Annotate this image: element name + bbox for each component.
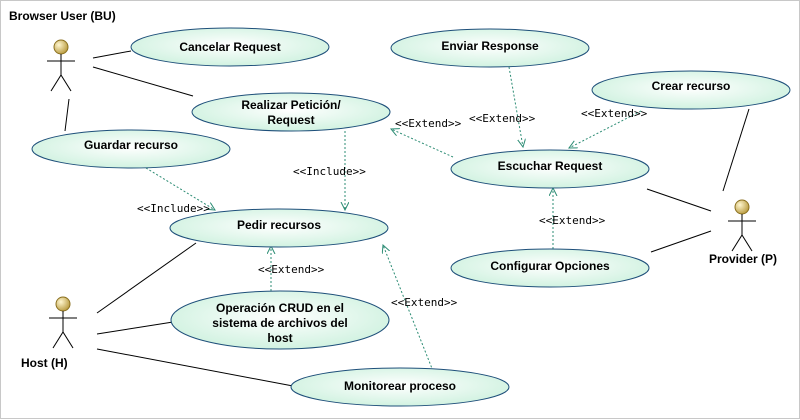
- usecase-monitorear-proceso[interactable]: Monitorear proceso: [290, 367, 510, 407]
- actor-browser-user[interactable]: [47, 39, 75, 92]
- associations: [64, 50, 750, 387]
- usecase-label: Escuchar Request: [498, 159, 603, 173]
- usecase-label: Cancelar Request: [179, 40, 280, 54]
- usecase-cancelar-request[interactable]: Cancelar Request: [130, 27, 330, 67]
- usecase-label-line1: Operación CRUD en el: [216, 301, 344, 315]
- usecase-escuchar-request[interactable]: Escuchar Request: [450, 149, 650, 189]
- assoc-provider-configurar: [650, 230, 712, 253]
- extend-enviar-escuchar: [508, 66, 523, 147]
- actors: Host (H) Provider (P): [21, 39, 777, 370]
- extend-label-configurar-escuchar: <<Extend>>: [539, 214, 606, 227]
- usecase-pedir-recursos[interactable]: Pedir recursos: [169, 208, 389, 248]
- assoc-bu-guardar: [64, 98, 70, 132]
- stereotype-labels: <<Include>> <<Include>> <<Extend>> <<Ext…: [137, 107, 648, 309]
- usecase-label: Pedir recursos: [237, 218, 321, 232]
- usecase-crear-recurso[interactable]: Crear recurso: [591, 70, 791, 110]
- usecase-label: Monitorear proceso: [344, 379, 456, 393]
- extend-label-operacion-pedir: <<Extend>>: [258, 263, 325, 276]
- extend-label-crear-escuchar: <<Extend>>: [581, 107, 648, 120]
- usecase-label-line1: Realizar Petición/: [241, 98, 341, 112]
- usecase-configurar-opciones[interactable]: Configurar Opciones: [450, 248, 650, 288]
- usecase-enviar-response[interactable]: Enviar Response: [390, 28, 590, 68]
- actor-host-label: Host (H): [21, 356, 68, 370]
- actor-provider-label: Provider (P): [709, 252, 777, 266]
- assoc-bu-realizar: [92, 66, 194, 97]
- extend-crear-escuchar: [569, 110, 642, 148]
- extend-label-escuchar-realizar: <<Extend>>: [395, 117, 462, 130]
- actor-provider[interactable]: [728, 199, 756, 252]
- extend-escuchar-realizar: [391, 129, 454, 158]
- assoc-provider-crear: [722, 108, 750, 192]
- include-guardar-pedir: [145, 167, 215, 210]
- usecase-realizar-peticion[interactable]: Realizar Petición/ Request: [191, 92, 391, 132]
- usecase-label: Crear recurso: [652, 79, 731, 93]
- usecase-label: Guardar recurso: [84, 138, 178, 152]
- assoc-host-monitorear: [96, 348, 294, 387]
- usecase-label: Enviar Response: [441, 39, 539, 53]
- diagram-title: Browser User (BU): [9, 9, 116, 23]
- dependencies: [145, 66, 642, 372]
- usecase-label-line3: host: [267, 331, 292, 345]
- extend-monitorear-pedir: [383, 245, 434, 372]
- usecase-label-line2: sistema de archivos del: [212, 316, 347, 330]
- extend-label-enviar-escuchar: <<Extend>>: [469, 112, 536, 125]
- assoc-host-pedir: [96, 242, 197, 314]
- assoc-host-operacion: [96, 321, 174, 335]
- assoc-provider-escuchar: [646, 188, 712, 212]
- usecase-operacion-crud[interactable]: Operación CRUD en el sistema de archivos…: [170, 290, 390, 350]
- actor-host[interactable]: [49, 296, 77, 349]
- extend-label-monitorear-pedir: <<Extend>>: [391, 296, 458, 309]
- include-label-guardar-pedir: <<Include>>: [137, 202, 210, 215]
- include-label-realizar-pedir: <<Include>>: [293, 165, 366, 178]
- assoc-bu-cancelar: [92, 50, 132, 59]
- usecase-guardar-recurso[interactable]: Guardar recurso: [31, 129, 231, 169]
- use-cases: Cancelar Request Realizar Petición/ Requ…: [31, 27, 791, 407]
- usecase-label: Configurar Opciones: [490, 259, 610, 273]
- usecase-label-line2: Request: [267, 113, 314, 127]
